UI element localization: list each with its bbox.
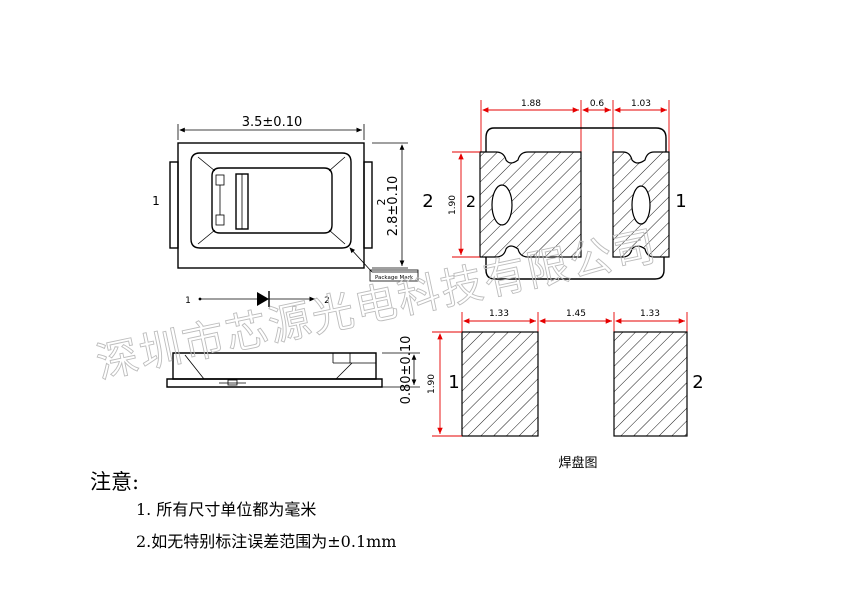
package-mark-label: Package Mark xyxy=(375,275,414,281)
lead-right xyxy=(363,161,373,249)
pad-top-dim-b: 0.6 xyxy=(590,99,605,109)
pad-bottom-dim-h: 1.90 xyxy=(427,374,437,394)
pad-bottom-dim-c: 1.33 xyxy=(640,309,660,319)
pad-layout-caption: 焊盘图 xyxy=(558,455,597,471)
diode-pin-right-label: 2 xyxy=(324,296,330,306)
pad-top-dim-h: 1.90 xyxy=(448,195,458,215)
lead-left xyxy=(169,161,179,249)
pad-top-left xyxy=(479,151,582,258)
top-view: 3.5±0.10 2.8±0.10 1 2 Package xyxy=(152,115,419,282)
pad-bottom-dim-b: 1.45 xyxy=(566,309,586,319)
package-body xyxy=(177,142,365,269)
pad-top-dim-c: 1.03 xyxy=(631,99,651,109)
side-view: 0.80±0.10 xyxy=(166,336,420,405)
note-line-2: 2.如无特别标注误差范围为±0.1mm xyxy=(136,532,397,551)
cavity-outer xyxy=(190,152,352,249)
diode-pin-left-label: 1 xyxy=(185,296,191,306)
pad-top-label-left: 2 xyxy=(422,191,433,212)
side-thickness-dimension: 0.80±0.10 xyxy=(399,336,414,405)
pad-bottom-right xyxy=(613,331,688,437)
pad-bottom-dim-a: 1.33 xyxy=(489,309,509,319)
pad-top-dim-a: 1.88 xyxy=(521,99,541,109)
pad-top-label-right: 1 xyxy=(675,191,686,212)
pad-layout-top: 1.88 0.6 1.03 1.90 2 2 1 xyxy=(422,99,687,280)
diode-symbol: 1 2 xyxy=(185,291,330,307)
top-pin-right-label: 2 xyxy=(375,199,388,206)
pad-bottom-left xyxy=(461,331,539,437)
cavity-inner xyxy=(211,167,333,234)
pad-bottom-label-left: 1 xyxy=(448,372,459,393)
top-height-dimension: 2.8±0.10 xyxy=(386,176,401,237)
pad-top-label-inner: 2 xyxy=(466,192,476,211)
pad-layout-bottom: 1.33 1.45 1.33 1.90 1 2 焊盘图 xyxy=(427,309,704,471)
top-pin-left-label: 1 xyxy=(152,194,160,208)
top-width-dimension: 3.5±0.10 xyxy=(242,115,303,130)
diode-triangle-icon xyxy=(257,292,269,306)
note-line-1: 1. 所有尺寸单位都为毫米 xyxy=(136,500,317,519)
pad-bottom-label-right: 2 xyxy=(692,372,703,393)
notes-title: 注意: xyxy=(90,470,140,494)
